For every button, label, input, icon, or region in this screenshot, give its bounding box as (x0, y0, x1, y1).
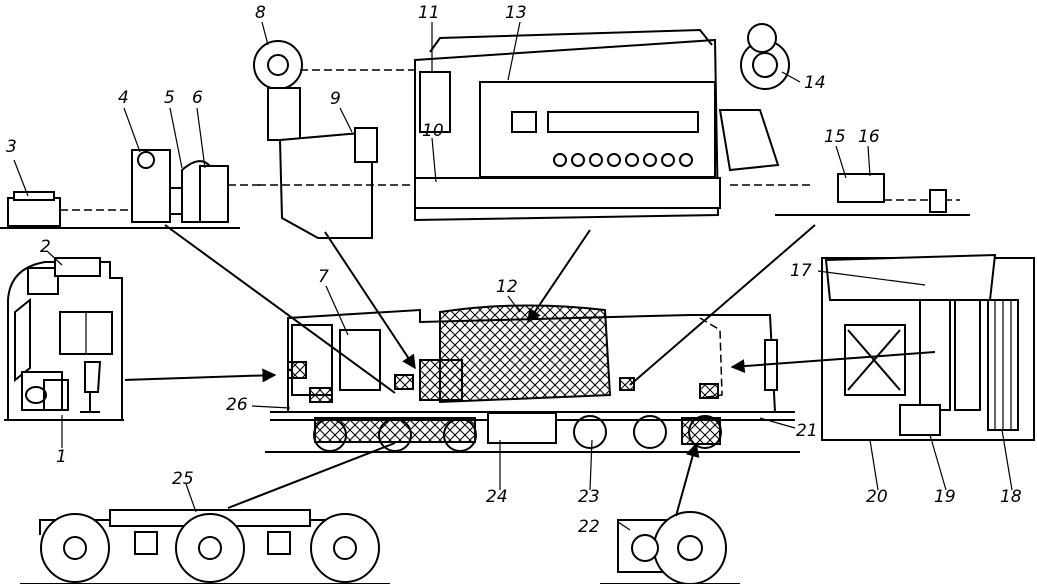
diesel-generator-set (253, 23, 812, 239)
label-14: 14 (804, 73, 826, 93)
label-3: 3 (6, 137, 17, 157)
leader-lines (13, 21, 1013, 531)
label-1: 1 (56, 447, 67, 467)
label-6: 6 (192, 88, 203, 108)
auxiliary-drive (0, 149, 262, 229)
locomotive-side-view (265, 304, 800, 453)
label-13: 13 (505, 3, 527, 23)
label-16: 16 (858, 127, 880, 147)
label-4: 4 (118, 88, 129, 108)
label-7: 7 (318, 267, 329, 287)
radiator-bank (987, 299, 1019, 431)
label-10: 10 (422, 121, 444, 141)
bogie-detail (20, 509, 390, 584)
label-5: 5 (164, 88, 175, 108)
label-15: 15 (824, 127, 846, 147)
rear-drive (775, 173, 970, 216)
cylinder-row (553, 153, 693, 167)
label-2: 2 (40, 237, 51, 257)
label-25: 25 (172, 469, 194, 489)
label-26: 26 (226, 395, 248, 415)
label-18: 18 (1000, 487, 1022, 507)
pointer-arrows (124, 224, 936, 517)
callout-labels: 1 2 3 4 5 6 7 8 9 10 11 12 13 14 15 16 1… (6, 3, 1022, 537)
label-9: 9 (330, 89, 341, 109)
label-8: 8 (255, 3, 266, 23)
rear-bogie (573, 415, 722, 449)
label-19: 19 (934, 487, 956, 507)
label-17: 17 (790, 261, 812, 281)
wheelset-detail (600, 511, 740, 584)
front-bogie (313, 417, 477, 452)
cooling-section (821, 253, 1035, 441)
label-20: 20 (866, 487, 888, 507)
label-11: 11 (418, 3, 440, 23)
label-24: 24 (486, 487, 508, 507)
cab-section (4, 257, 124, 421)
label-12: 12 (496, 277, 518, 297)
label-22: 22 (578, 517, 600, 537)
label-21: 21 (796, 421, 818, 441)
label-23: 23 (578, 487, 600, 507)
